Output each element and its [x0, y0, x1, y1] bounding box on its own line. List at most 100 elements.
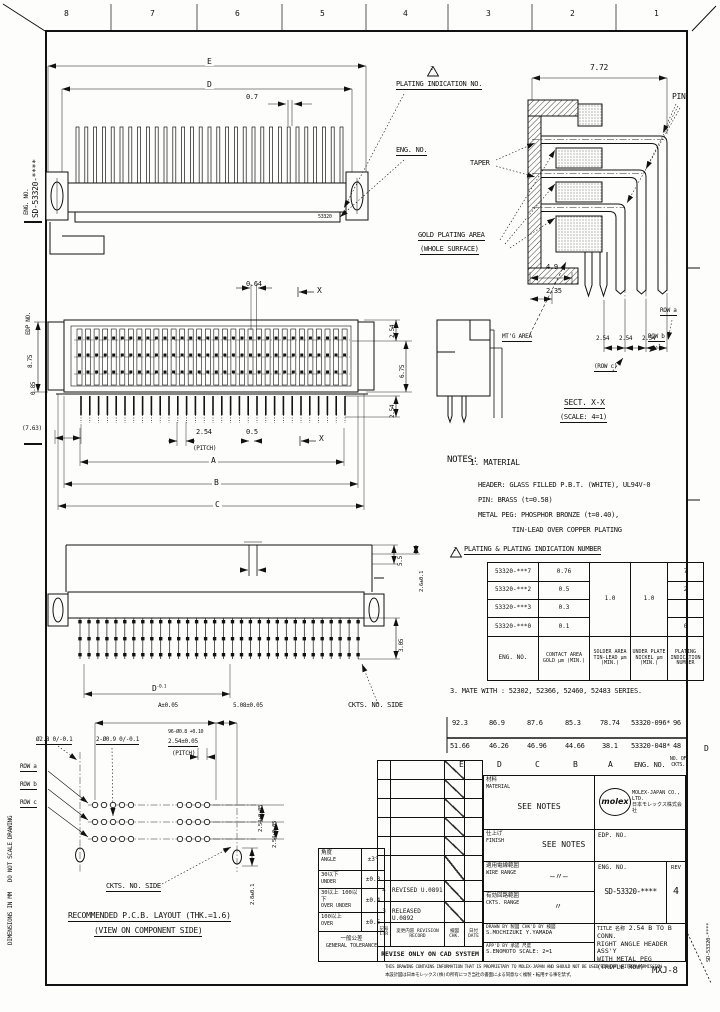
taper-callout: TAPER — [470, 159, 490, 167]
zone-number: 4 — [403, 9, 408, 18]
rev-header-desc: 変更内容 REVISION RECORD — [390, 922, 445, 947]
pcb-row-b: ROW b — [20, 781, 37, 791]
dim-0.64: 0.64 — [246, 280, 262, 288]
zone-number: 6 — [235, 9, 240, 18]
size-B-48: 44.66 — [565, 742, 585, 750]
material-label-en: MATERIAL — [486, 783, 511, 790]
leg-dim-2: 2.54 — [619, 335, 633, 342]
plating-eng-no: 53320-***2 — [487, 581, 539, 600]
note-1c: METAL PEG: PHOSPHOR BRONZE (t=0.40), — [478, 511, 619, 519]
edp-no-label: EDP. NO. — [594, 829, 686, 862]
size-header-engno: ENG. NO. — [634, 761, 666, 769]
size-B-96: 85.3 — [565, 719, 581, 727]
bottom-view — [47, 541, 420, 705]
dim-3.05: 3.05 — [398, 638, 405, 652]
size-header-A: A — [608, 760, 613, 769]
row-a-callout: ROW a — [660, 307, 677, 317]
proprietary-note-jp: 本設計図は日本モレックス(株)の所有につき当社の書面による同意なく複製・転用する… — [385, 973, 574, 978]
rev-desc-3: RELEASED U.0892 — [390, 901, 445, 923]
tol-under-jp: 30以下 — [321, 872, 339, 878]
plating-number: 0 — [667, 617, 704, 637]
gold-plating-callout-2: (WHOLE SURFACE) — [420, 245, 479, 255]
zone-number: 1 — [654, 9, 659, 18]
zone-letter-right: D — [704, 744, 709, 753]
company-name-jp: 日本モレックス株式会社 — [632, 802, 682, 814]
dim-4.9: 4.9 — [546, 263, 558, 271]
plating-eng-no: 53320-***3 — [487, 599, 539, 618]
size-header-D: D — [497, 760, 502, 769]
size-A-96: 78.74 — [600, 719, 620, 727]
pcb-row-c: ROW c — [20, 799, 37, 809]
ckts-no-side-label: CKTS. NO. SIDE — [348, 701, 403, 709]
material-value: SEE NOTES — [517, 801, 561, 811]
plating-triangle-symbol: 2 — [426, 62, 440, 81]
zone-number: 7 — [150, 9, 155, 18]
ckts-range-value: 〃 — [554, 902, 562, 911]
pin-callout: PIN — [672, 92, 686, 101]
pcb-holes — [91, 801, 211, 843]
plating-number: 2 — [667, 581, 704, 600]
size-engno-96: 53320-096* — [631, 719, 671, 727]
dim-E: E — [205, 57, 214, 67]
dim-A: A — [209, 456, 218, 466]
plating-header-eng: ENG. NO. — [487, 636, 539, 681]
sheet-frame — [2, 3, 717, 986]
pcb-hole-note: 96-Ø0.8 +0.10 — [168, 729, 204, 735]
plating-gold: 0.76 — [538, 562, 590, 582]
size-engno-48: 53320-048* — [631, 742, 671, 750]
mating-area-callout: MT'G AREA — [502, 333, 532, 343]
row-c-callout: (ROW c) — [594, 363, 617, 373]
plating-tin-lead: 1.0 — [589, 562, 631, 637]
rev-header-ltr: 記号 LTR — [377, 922, 391, 947]
margin-eng-label: ENG. NO. — [23, 188, 30, 216]
plating-number — [667, 599, 704, 618]
plating-triangle-number: 2 — [430, 65, 434, 72]
rev-ltr-3: 3 — [377, 901, 391, 923]
pcb-title-1: RECOMMENDED P.C.B. LAYOUT (THK.=1.6) — [68, 911, 231, 922]
eng-no-value: SD-53320-**** — [604, 887, 657, 897]
margin-scale-note: 0.85 — [30, 381, 37, 395]
pcb-row-dim-1: 2.54±0.05 — [258, 804, 264, 832]
size-D-48: 46.26 — [489, 742, 509, 750]
size-A-48: 38.1 — [602, 742, 618, 750]
plating-indication-callout: PLATING INDICATION NO. — [396, 80, 483, 90]
pcb-pitch-label: (PITCH) — [172, 750, 196, 757]
size-C-48: 46.96 — [527, 742, 547, 750]
rev-value: 4 — [672, 885, 680, 897]
eng-no-label: ENG. NO. — [598, 864, 627, 871]
rev-header-date: 日付 DATE — [464, 922, 483, 947]
rev-header-chk: 検図 CHK. — [444, 922, 465, 947]
notes-heading: NOTES: — [447, 455, 478, 465]
dim-8.75-left: 8.75 — [27, 354, 34, 368]
note-2-triangle-number: 2 — [453, 546, 457, 553]
pcb-pin-hole-dim: 2-Ø0.9 0/-0.1 — [96, 736, 139, 746]
zone-number: 8 — [64, 9, 69, 18]
plating-header-tin: SOLDER AREA TIN-LEAD µm (MIN.) — [589, 636, 631, 681]
dim-2.35: 2.35 — [546, 287, 562, 295]
front-view-pins — [75, 126, 344, 184]
pcb-peg-hole-dim: Ø2.8 0/-0.1 — [36, 736, 73, 746]
note-2: PLATING & PLATING INDICATION NUMBER — [464, 545, 602, 555]
leg-dim-1: 2.54 — [596, 335, 610, 342]
rev-cad-note: REVISE ONLY ON CAD SYSTEM — [377, 946, 483, 962]
tol-over-en: OVER — [321, 920, 334, 927]
housing-marking: 53320 — [318, 214, 332, 220]
eng-no-callout: ENG. NO. — [396, 146, 428, 156]
plating-header-number: PLATING INDICATION NUMBER — [667, 636, 704, 681]
plating-eng-no: 53320-***0 — [487, 617, 539, 637]
material-label-jp: 材料 — [486, 777, 498, 783]
ckts-range-en: CKTS. RANGE — [486, 899, 520, 906]
tol-angle-jp: 角度 — [321, 850, 333, 856]
gold-plating-callout-1: GOLD PLATING AREA — [418, 231, 485, 241]
rev-desc-4: REVISED U.0891 — [390, 880, 445, 902]
rev-label: REV — [671, 865, 681, 871]
wire-range-jp: 適用電線範囲 — [486, 863, 520, 869]
tol-under-en: UNDER — [321, 878, 337, 885]
margin-edp: EDP NO. — [25, 311, 32, 335]
size-C-96: 87.6 — [527, 719, 543, 727]
dim-B: B — [212, 478, 221, 488]
margin-units-note: DIMENSIONS IN MM DO NOT SCALE DRAWING — [7, 815, 14, 945]
plating-gold: 0.3 — [538, 599, 590, 618]
